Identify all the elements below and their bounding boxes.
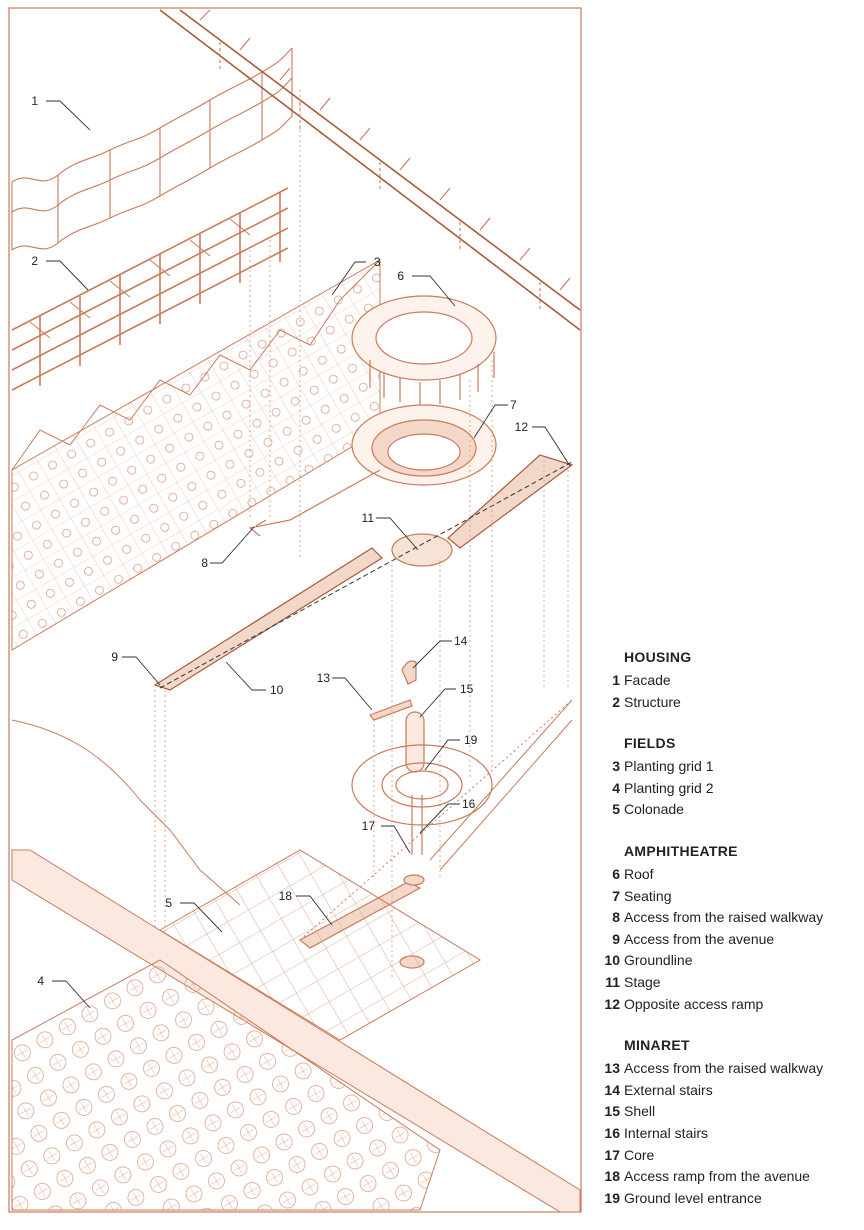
callout-8: 8	[201, 556, 208, 570]
callout-3: 3	[374, 255, 381, 269]
legend-num: 6	[612, 865, 620, 882]
legend-label: Access from the raised walkway	[624, 909, 824, 926]
legend-num: 5	[612, 801, 620, 818]
ground-planes	[11, 699, 581, 1213]
legend-num: 15	[604, 1103, 620, 1120]
legend-label: Structure	[624, 693, 681, 710]
legend-section-title: FIELDS	[624, 735, 676, 752]
legend-num: 2	[612, 693, 620, 710]
legend-section-title: HOUSING	[624, 649, 692, 665]
legend-num: 12	[604, 995, 620, 1012]
callout-6: 6	[397, 269, 404, 283]
callout-12: 12	[515, 420, 529, 434]
callout-18: 18	[279, 889, 293, 903]
legend-num: 14	[604, 1081, 620, 1098]
legend-label: Internal stairs	[624, 1124, 709, 1141]
legend-num: 16	[604, 1124, 620, 1141]
legend-label: Stage	[624, 973, 661, 990]
callout-16: 16	[462, 797, 476, 811]
leader-lines	[46, 100, 571, 1009]
legend-label: Seating	[624, 887, 672, 904]
legend-label: Opposite access ramp	[624, 995, 764, 1012]
legend-label: Shell	[624, 1103, 656, 1120]
legend-num: 18	[604, 1168, 620, 1185]
legend-label: Planting grid 2	[624, 779, 714, 796]
legend-num: 3	[612, 758, 620, 775]
legend-label: Access from the raised walkway	[624, 1060, 824, 1077]
legend-label: Groundline	[624, 952, 693, 969]
legend-label: Access from the avenue	[624, 930, 775, 947]
legend-num: 1	[612, 672, 620, 688]
legend-label: Colonade	[624, 801, 684, 818]
legend-label: Facade	[624, 672, 671, 688]
amphitheatre	[153, 295, 574, 691]
callout-2: 2	[31, 254, 38, 268]
callout-14: 14	[454, 634, 468, 648]
housing-facade	[11, 9, 581, 331]
callout-4: 4	[37, 974, 44, 988]
legend-num: 11	[605, 973, 620, 990]
legend-label: Core	[624, 1146, 655, 1163]
callout-17: 17	[362, 819, 376, 833]
legend-label: Access ramp from the avenue	[624, 1168, 810, 1185]
callout-19: 19	[464, 733, 478, 747]
callout-9: 9	[111, 650, 118, 664]
legend-num: 7	[612, 887, 620, 904]
callout-11: 11	[362, 511, 375, 525]
callout-1: 1	[31, 94, 38, 108]
callout-numbers: 1 2 3 4 5 6 7 8 9 10 11 12 13 14 15 16 1…	[31, 94, 528, 988]
legend-num: 4	[612, 779, 620, 796]
legend-label: Roof	[624, 865, 654, 882]
legend-num: 8	[612, 909, 620, 926]
projection-lines	[154, 90, 569, 980]
legend-num: 17	[604, 1146, 620, 1163]
callout-7: 7	[510, 398, 517, 412]
legend-num: 19	[604, 1189, 620, 1206]
legend-label: Planting grid 1	[624, 758, 714, 775]
callout-13: 13	[317, 671, 331, 685]
legend-num: 10	[604, 952, 620, 969]
legend-section-title: AMPHITHEATRE	[624, 842, 738, 859]
legend-section-title: MINARET	[624, 1037, 690, 1054]
legend-label: External stairs	[624, 1081, 713, 1098]
legend-label: Ground level entrance	[624, 1189, 762, 1206]
legend-num: 13	[604, 1060, 620, 1077]
callout-15: 15	[460, 682, 474, 696]
legend-num: 9	[612, 930, 620, 947]
callout-5: 5	[165, 896, 172, 910]
housing-structure	[11, 187, 289, 391]
drawing-frame	[8, 7, 582, 1213]
callout-10: 10	[270, 683, 284, 697]
